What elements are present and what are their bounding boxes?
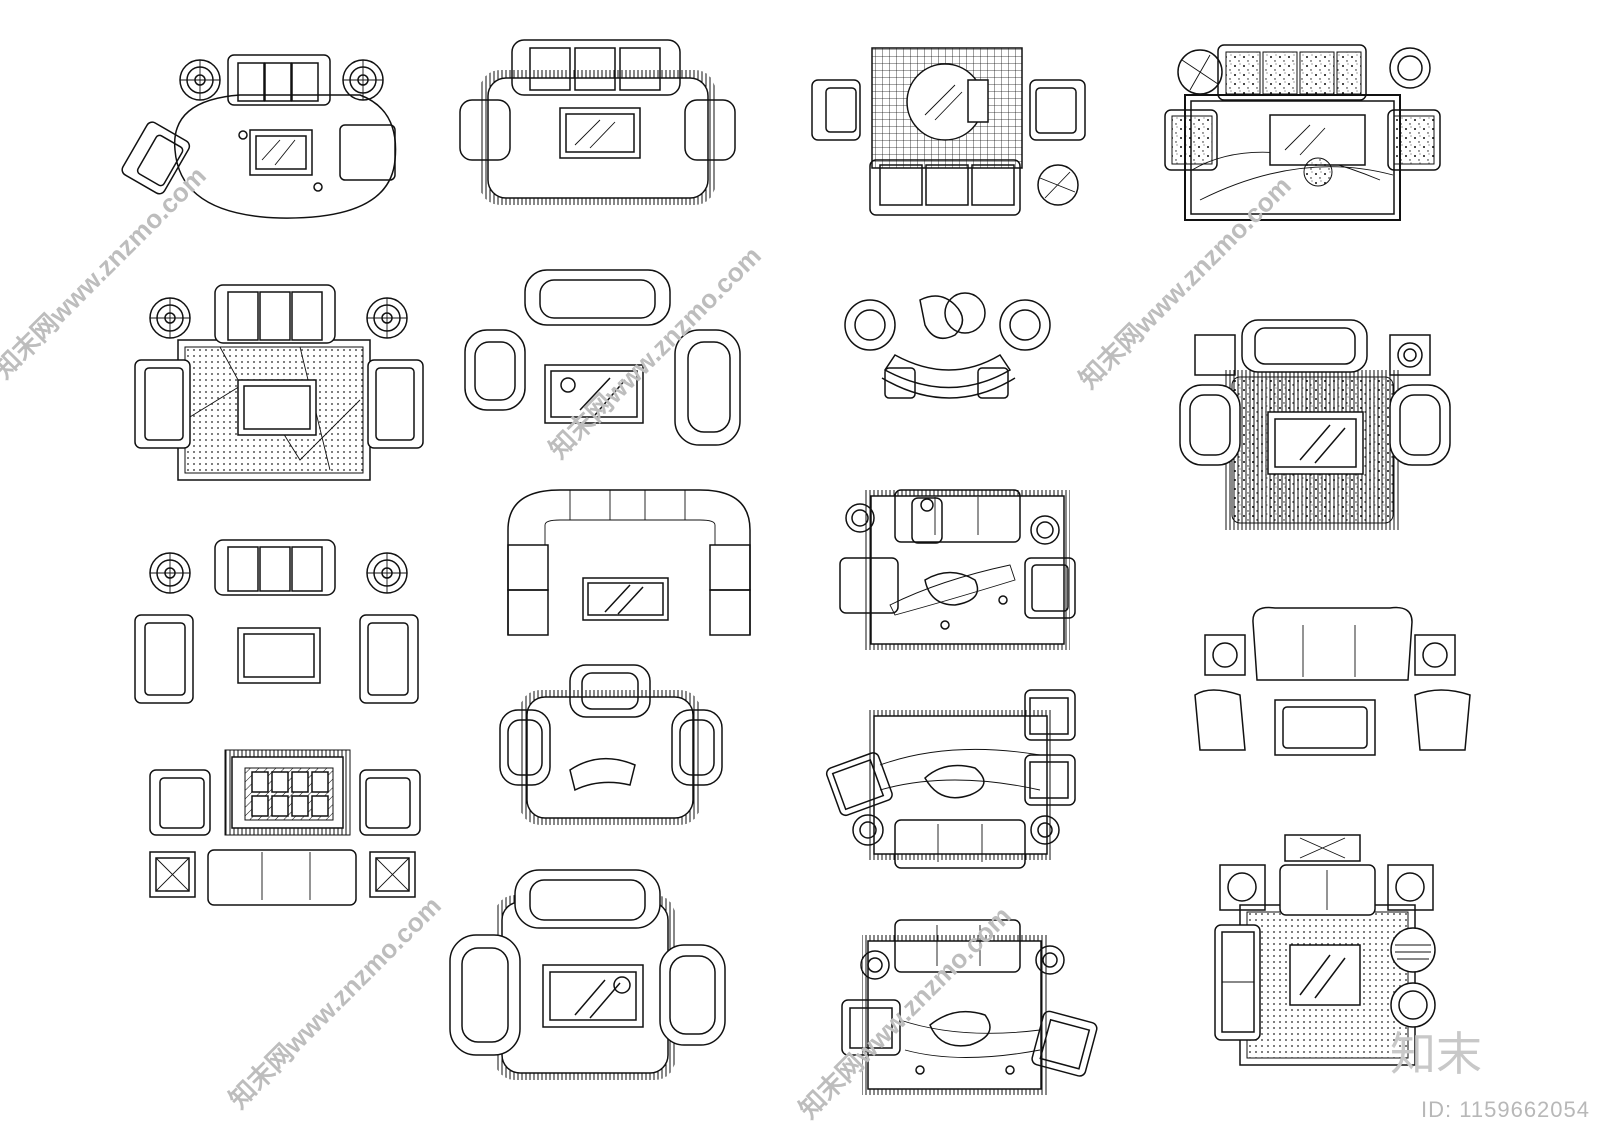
id-label: ID: 1159662054: [1421, 1097, 1590, 1122]
furniture-set-16: [449, 869, 726, 1080]
furniture-set-13: [149, 749, 421, 906]
watermark-2: 知末网www.znzmo.com: [543, 240, 767, 464]
furniture-set-8: [1179, 319, 1451, 530]
furniture-set-7: [844, 292, 1051, 399]
furniture-set-1: [119, 54, 397, 219]
furniture-set-11: [839, 489, 1076, 650]
furniture-set-9: [134, 539, 419, 704]
furniture-set-12: [1194, 606, 1471, 756]
furniture-set-5: [134, 284, 424, 481]
furniture-set-15: [825, 689, 1076, 869]
furniture-set-10: [507, 489, 751, 636]
furniture-set-2: [459, 39, 736, 205]
furniture-set-6: [464, 269, 741, 446]
furniture-set-18: [1214, 834, 1436, 1066]
watermark-1: 知末网www.znzmo.com: [0, 160, 212, 384]
logo-text: 知末: [1390, 1027, 1482, 1081]
furniture-set-14: [499, 664, 723, 825]
watermark-4: 知末网www.znzmo.com: [223, 890, 447, 1114]
furniture-set-17: [841, 919, 1098, 1095]
furniture-set-3: [811, 47, 1086, 216]
furniture-set-4: [1164, 44, 1441, 221]
